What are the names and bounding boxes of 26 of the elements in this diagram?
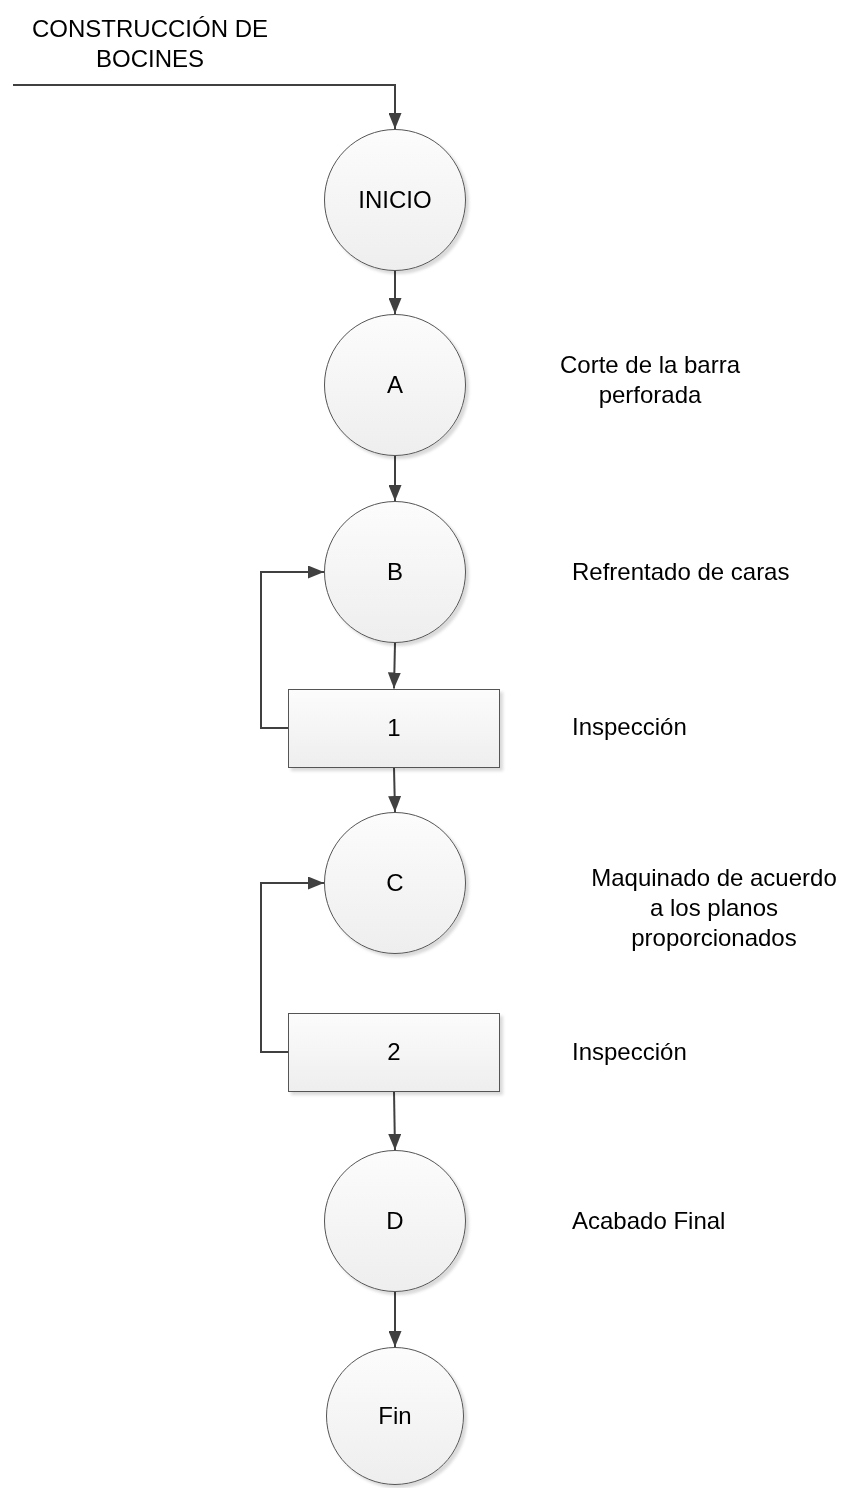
step-description: Inspección (572, 1037, 688, 1067)
arrow (388, 270, 402, 315)
arrow (260, 876, 325, 1053)
inspection-box (288, 1012, 500, 1092)
arrow (388, 455, 402, 502)
node-label: 2 (387, 1038, 401, 1066)
arrow (388, 766, 402, 813)
arrow (388, 1291, 402, 1348)
step-description: Refrentado de caras (572, 557, 791, 587)
node-label: 1 (387, 714, 401, 742)
node-label: B (387, 558, 403, 586)
node-label: A (387, 371, 403, 399)
node-label: D (386, 1207, 404, 1235)
diagram-title: CONSTRUCCIÓN DE BOCINES (31, 14, 269, 74)
arrow (12, 84, 402, 130)
arrow (387, 642, 401, 690)
node-label: C (386, 869, 404, 897)
step-description: Maquinado de acuerdo a los planos proporcionados (590, 863, 838, 953)
node-label: Fin (378, 1402, 412, 1430)
inspection-box (288, 688, 500, 768)
arrow (260, 565, 325, 729)
step-description: Corte de la barra perforada (558, 350, 742, 410)
node-label: INICIO (358, 186, 432, 214)
step-description: Acabado Final (572, 1206, 727, 1236)
step-description: Inspección (572, 712, 688, 742)
arrow (388, 1090, 402, 1151)
